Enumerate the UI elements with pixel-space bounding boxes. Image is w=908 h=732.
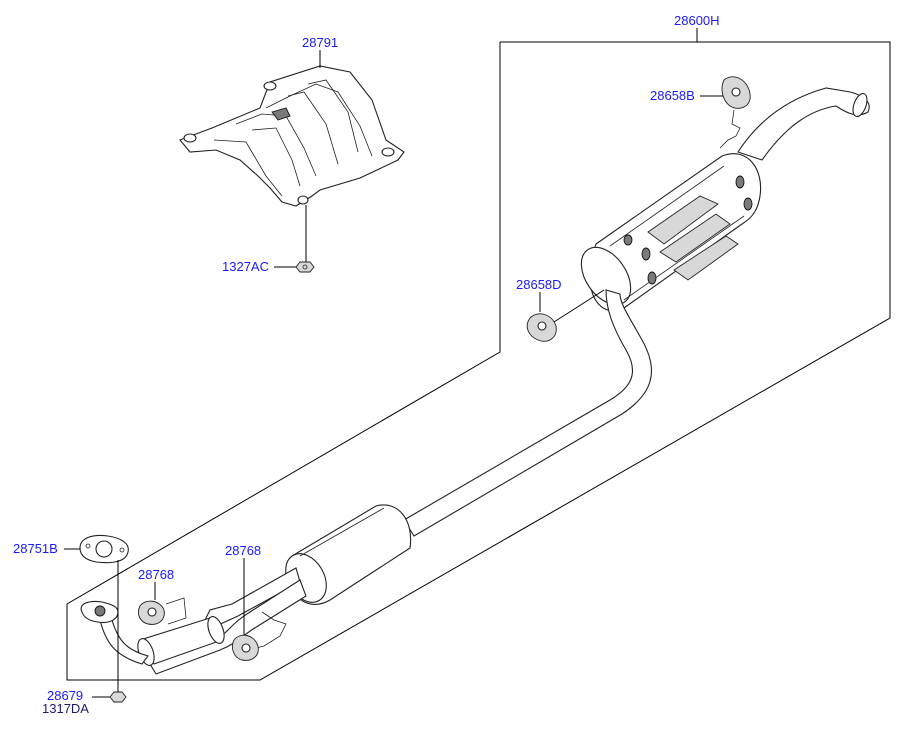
assembly-boundary [66,41,891,681]
label-28658D[interactable]: 28658D [516,277,562,292]
heat-protector-28791 [179,65,405,207]
hanger-28658B [719,76,751,149]
middle-pipe [403,289,652,537]
label-28658B[interactable]: 28658B [650,88,695,103]
label-28791[interactable]: 28791 [302,35,339,50]
leader-28658D-link [553,289,605,323]
label-28768-right[interactable]: 28768 [225,543,262,558]
nut-1327AC [295,261,315,273]
label-28679[interactable]: 28679 [47,688,84,703]
tail-pipe [737,87,870,161]
nut-1317DA [109,691,127,703]
gasket-28751B [79,534,129,564]
label-1327AC[interactable]: 1327AC [222,259,269,274]
front-pipe [80,567,307,675]
hanger-28658D [526,313,557,342]
label-28600H[interactable]: 28600H [674,13,720,28]
hanger-28768-left [137,597,187,625]
label-28751B[interactable]: 28751B [13,541,58,556]
rear-muffler [580,153,762,312]
label-28768-left[interactable]: 28768 [138,567,175,582]
hanger-28768-right [231,634,259,661]
label-1317DA[interactable]: 1317DA [42,701,89,716]
